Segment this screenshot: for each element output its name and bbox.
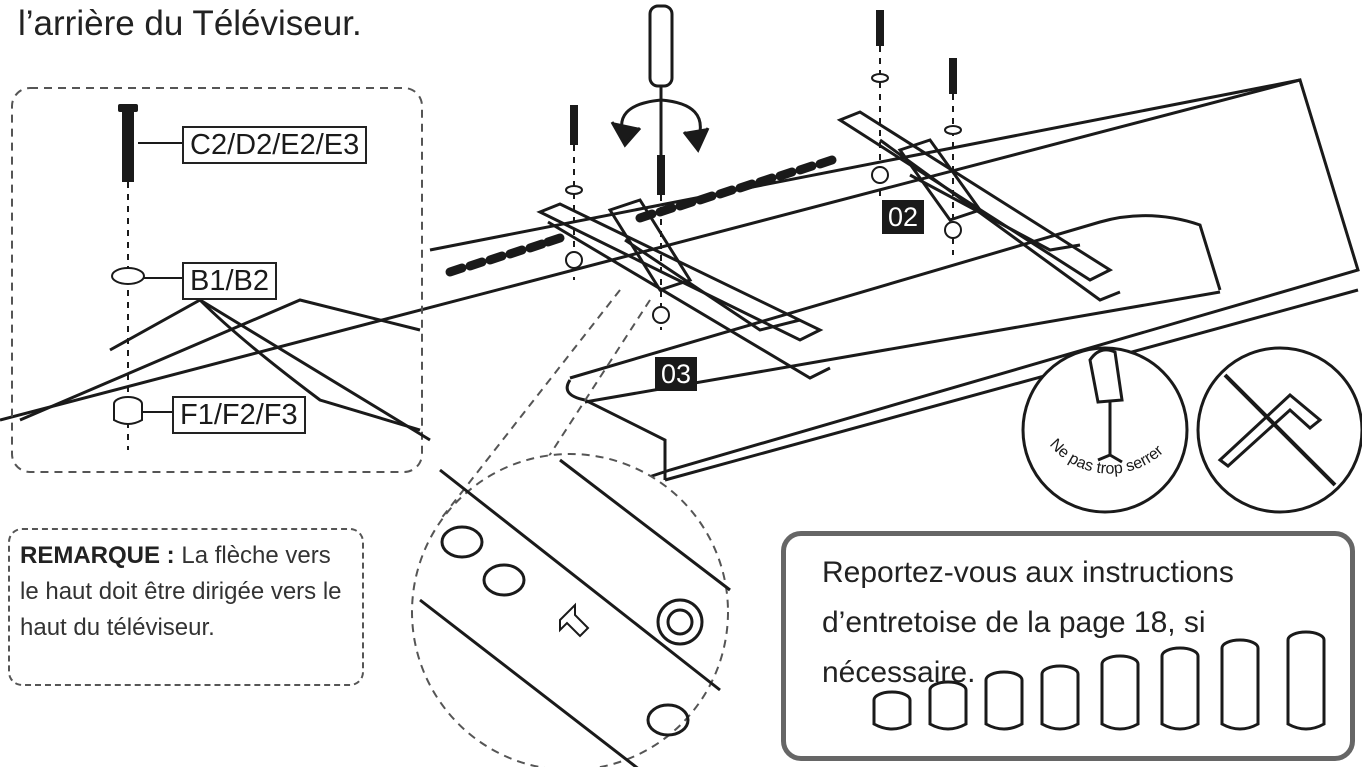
prohibited-slash-icon <box>1223 373 1337 487</box>
magnifier-connector <box>539 299 651 471</box>
part-number-03: 03 <box>655 357 698 391</box>
detail-bracket <box>19 298 431 442</box>
spacer-info-box: Reportez-vous aux instructions d’entreto… <box>781 531 1355 761</box>
detail-panel <box>11 87 423 473</box>
note-box: REMARQUE : La flèche vers le haut doit ê… <box>8 528 364 686</box>
up-arrow-icon <box>559 602 590 638</box>
detail-spacer <box>113 396 143 425</box>
hand-screwdriver-icon <box>1088 348 1124 464</box>
mounting-bracket-03 <box>536 198 831 380</box>
torque-warning-circle <box>1021 346 1189 514</box>
spacer-info-text: Reportez-vous aux instructions d’entreto… <box>822 556 1234 689</box>
note-body: La flèche vers le haut doit être dirigée… <box>20 542 342 641</box>
detail-washer <box>111 267 145 285</box>
magnifier-content <box>419 458 731 767</box>
guide-lines <box>573 46 954 330</box>
note-title: REMARQUE : <box>20 542 175 569</box>
screws <box>570 10 957 195</box>
spacer-stacks <box>872 630 1326 731</box>
part-number-02: 02 <box>882 200 925 234</box>
spacer-label: F1/F2/F3 <box>172 396 306 434</box>
screwdriver <box>648 4 674 155</box>
detail-screw <box>118 104 138 182</box>
rotation-arrows <box>610 98 710 153</box>
washer-label: B1/B2 <box>182 262 277 300</box>
detail-leader-lines <box>138 142 182 413</box>
washers-and-spacers <box>565 73 962 324</box>
screw-label: C2/D2/E2/E3 <box>182 126 368 164</box>
allen-wrench-icon <box>1217 393 1323 468</box>
magnifier-connector <box>439 289 621 521</box>
header-text: l’arrière du Téléviseur. <box>18 4 362 43</box>
